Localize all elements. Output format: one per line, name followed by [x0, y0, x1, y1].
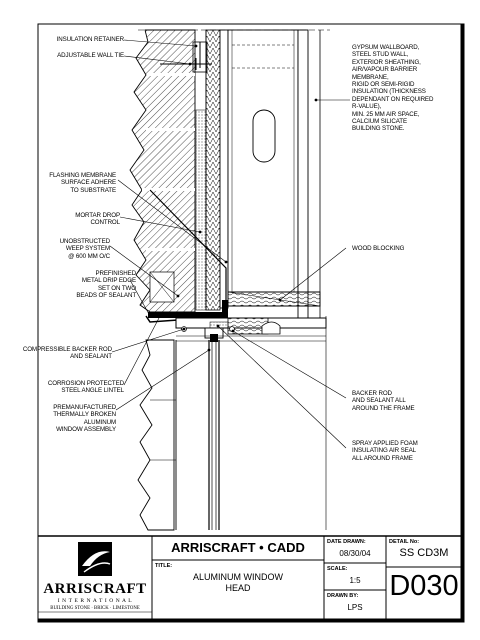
stud-knockout [252, 109, 276, 163]
detail-label: DETAIL No: [389, 539, 420, 545]
steel-angle-lintel [148, 312, 228, 318]
drawn-by-value: LPS [347, 603, 363, 612]
title-label: TITLE: [155, 563, 173, 569]
stone-veneer-lower [137, 339, 175, 531]
scale-value: 1:5 [349, 576, 361, 585]
label-flashing-membrane: FLASHING MEMBRANE SURFACE ADHERE TO SUBS… [49, 172, 116, 194]
arriscraft-logo-icon [78, 542, 112, 576]
label-drip-edge: PREFINISHED METAL DRIP EDGE SET ON TWO B… [76, 270, 136, 300]
drawing-title-line2: HEAD [225, 583, 251, 593]
leader-dots [148, 44, 318, 352]
logo-name: ARRISCRAFT [43, 581, 147, 597]
wall-tie [160, 42, 212, 70]
label-backer-rod-right: BACKER ROD AND SEALANT ALL AROUND THE FR… [352, 390, 415, 412]
stone-veneer-upper [129, 29, 196, 313]
gypsum-wallboard [297, 29, 309, 321]
label-spray-foam: SPRAY APPLIED FOAM INSULATING AIR SEAL A… [352, 440, 418, 462]
outer-border [37, 23, 465, 623]
leader-lines [109, 39, 350, 449]
scale-label: SCALE: [327, 566, 348, 572]
date-label: DATE DRAWN: [327, 539, 366, 545]
rigid-insulation [205, 29, 221, 311]
label-wood-blocking: WOOD BLOCKING [352, 245, 405, 252]
label-lintel: CORROSION PROTECTED STEEL ANGLE LINTEL [47, 380, 124, 395]
label-weep-system: UNOBSTRUCTED WEEP SYSTEM @ 600 MM O/C [59, 238, 110, 260]
mortar-drop-control [195, 109, 207, 311]
label-wall-assembly: GYPSUM WALLBOARD, STEEL STUD WALL, EXTER… [352, 44, 434, 133]
drawn-by-label: DRAWN BY: [327, 593, 359, 599]
date-value: 08/30/04 [339, 549, 371, 558]
logo-sub: I N T E R N A T I O N A L [57, 598, 133, 604]
detail-value: SS CD3M [399, 547, 449, 559]
logo-tagline: BUILDING STONE · BRICK · LIMESTONE [50, 606, 140, 611]
label-insulation-retainer: INSULATION RETAINER [56, 36, 124, 43]
sheet-number: D030 [389, 570, 459, 602]
title-block-frame [38, 535, 464, 620]
wall-section [129, 29, 330, 531]
label-mortar-drop-control: MORTAR DROP CONTROL [75, 212, 120, 227]
drip-edge [145, 315, 179, 323]
label-backer-rod-left: COMPRESSIBLE BACKER ROD AND SEALANT [22, 346, 112, 361]
label-window-assembly: PREMANUFACTURED THERMALLY BROKEN ALUMINU… [53, 404, 116, 434]
drawing-title-line1: ALUMINUM WINDOW [193, 572, 283, 582]
company-title: ARRISCRAFT • CADD [171, 540, 305, 555]
flashing-membrane [149, 189, 227, 310]
label-adjustable-wall-tie: ADJUSTABLE WALL TIE [57, 52, 124, 59]
window-glazing [204, 327, 224, 530]
